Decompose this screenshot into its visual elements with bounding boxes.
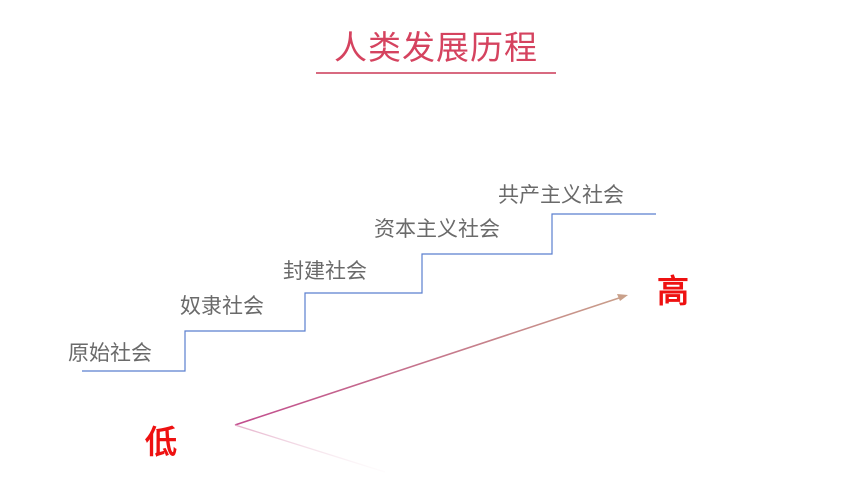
progress-arrow-line	[234, 296, 623, 426]
staircase-line	[82, 213, 656, 372]
fade-line	[234, 424, 386, 473]
stage-capitalist-society: 资本主义社会	[374, 217, 500, 241]
stage-slave-society: 奴隶社会	[180, 294, 264, 318]
progress-arrow-head	[617, 294, 628, 301]
page-title: 人类发展历程	[334, 28, 538, 67]
stage-feudal-society: 封建社会	[283, 259, 367, 283]
level-high-label: 高	[657, 272, 690, 310]
title-underline	[316, 72, 556, 74]
stage-primitive-society: 原始社会	[68, 341, 152, 365]
level-low-label: 低	[145, 423, 178, 461]
stage-communist-society: 共产主义社会	[498, 183, 624, 207]
